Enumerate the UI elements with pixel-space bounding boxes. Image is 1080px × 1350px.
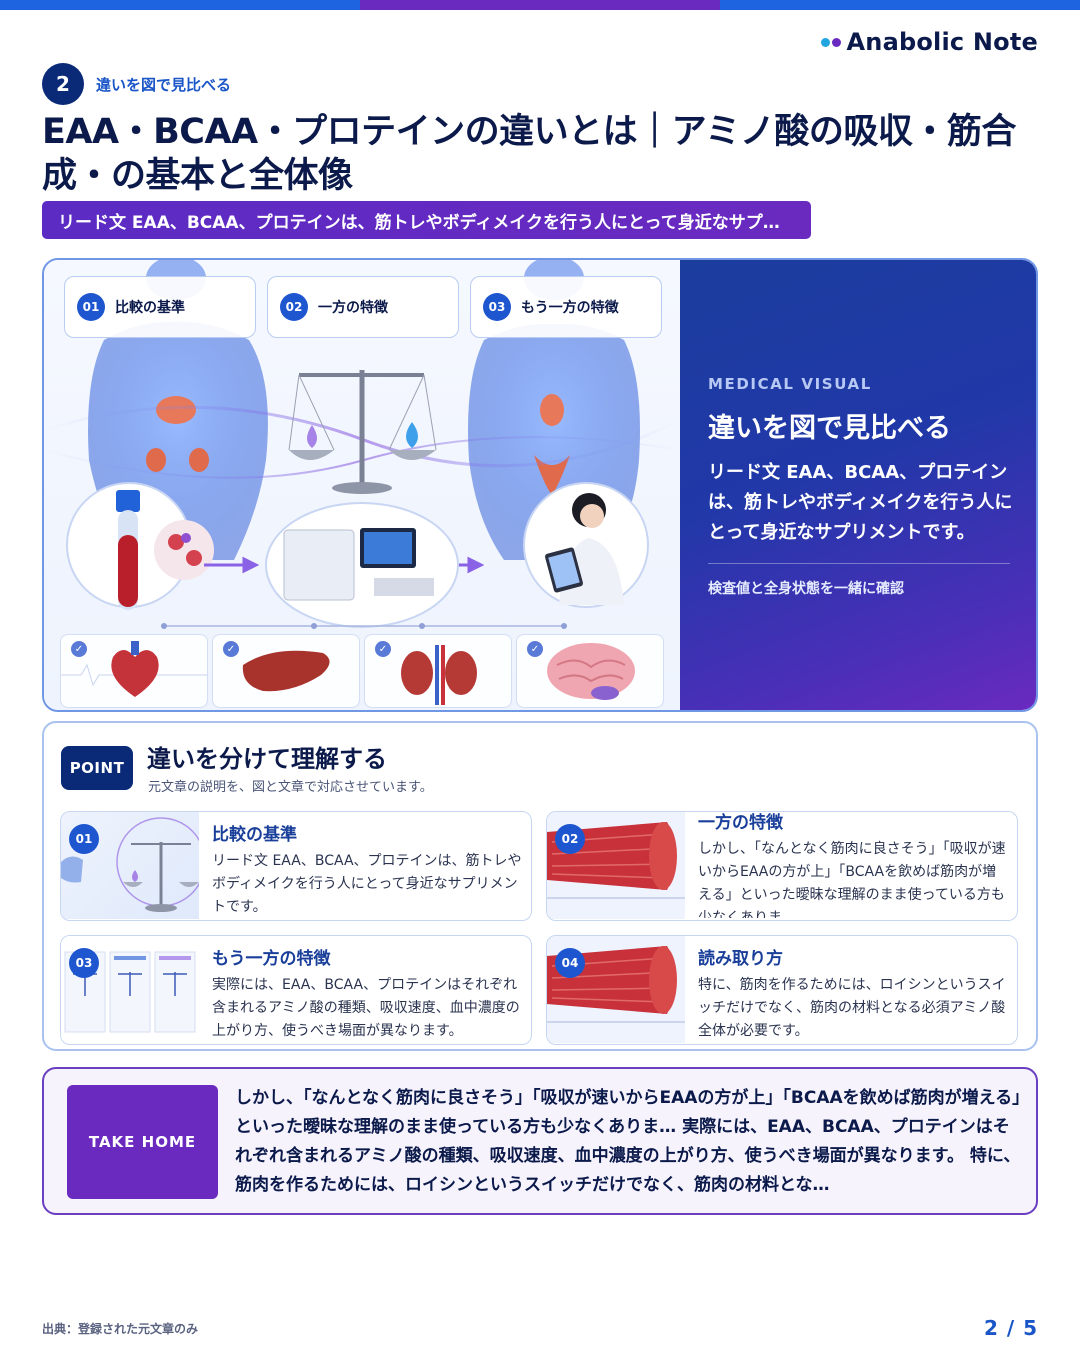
point-item-title: 読み取り方 (698, 949, 783, 969)
point-title: 違いを分けて理解する (147, 745, 387, 773)
lab-analyzer-icon (265, 502, 459, 628)
visual-title: 違いを図で見比べる (708, 413, 951, 444)
brand-logo[interactable]: Anabolic Note (820, 28, 1038, 56)
top-accent-bar (0, 0, 1080, 10)
balance-scale-icon (288, 370, 437, 494)
point-badge: POINT (61, 746, 133, 790)
blood-sample-icon (66, 482, 214, 610)
chip-number: 01 (77, 293, 105, 321)
top-accent-segment-3 (720, 0, 1080, 10)
medical-visual-card: 01 比較の基準 02 一方の特徴 03 もう一方の特徴 ✓ ✓ (42, 258, 1038, 712)
top-accent-segment-1 (0, 0, 360, 10)
organ-row: ✓ ✓ ✓ (60, 634, 664, 708)
point-item-title: 比較の基準 (212, 825, 297, 845)
top-accent-segment-2 (360, 0, 720, 10)
visual-chip-3: 03 もう一方の特徴 (470, 276, 662, 338)
point-item-1: 01 比較の基準 リード文 EAA、BCAA、プロテインは、筋トレやボディメイク… (60, 811, 532, 921)
brand-dots-icon (820, 37, 841, 47)
point-item-body: リード文 EAA、BCAA、プロテインは、筋トレやボディメイクを行う人にとって身… (212, 853, 522, 915)
section-label: 違いを図で見比べる (96, 76, 232, 94)
organ-cell-liver: ✓ (212, 634, 360, 708)
chip-number: 02 (280, 293, 308, 321)
point-card: POINT 違いを分けて理解する 元文章の説明を、図と文章で対応させています。 … (42, 721, 1038, 1051)
point-number: 03 (69, 948, 99, 978)
chip-label: 比較の基準 (115, 300, 185, 316)
organ-cell-heart: ✓ (60, 634, 208, 708)
take-home-text: しかし、「なんとなく筋肉に良さそう」「吸収が速いからEAAの方が上」「BCAAを… (235, 1088, 1021, 1195)
point-item-4: 04 読み取り方 特に、筋肉を作るためには、ロイシンというスイッチだけでなく、筋… (546, 935, 1018, 1045)
balance-scale-icon (61, 817, 199, 912)
visual-divider (708, 563, 1010, 564)
point-number: 04 (555, 948, 585, 978)
point-item-body: 実際には、EAA、BCAA、プロテインはそれぞれ含まれるアミノ酸の種類、吸収速度… (212, 977, 520, 1039)
kidney-icon (401, 645, 477, 705)
source-note: 出典：登録された元文章のみ (42, 1322, 199, 1336)
point-number: 02 (555, 824, 585, 854)
point-item-title: もう一方の特徴 (212, 949, 331, 969)
take-home-badge: TAKE HOME (67, 1085, 218, 1199)
chip-label: 一方の特徴 (318, 300, 388, 316)
section-number-badge: 2 (42, 63, 84, 105)
organ-cell-brain: ✓ (516, 634, 664, 708)
brand-name: Anabolic Note (846, 28, 1038, 56)
visual-chip-1: 01 比較の基準 (64, 276, 256, 338)
point-number: 01 (69, 824, 99, 854)
check-icon: ✓ (71, 641, 87, 657)
point-item-2: 02 一方の特徴 しかし、「なんとなく筋肉に良さそう」「吸収が速いからEAAの方… (546, 811, 1018, 921)
point-item-body: 特に、筋肉を作るためには、ロイシンというスイッチだけでなく、筋肉の材料となる必須… (698, 977, 1006, 1039)
check-icon: ✓ (527, 641, 543, 657)
heart-icon (61, 641, 207, 697)
brain-icon (547, 643, 635, 700)
organ-cell-kidney: ✓ (364, 634, 512, 708)
liver-icon (242, 650, 330, 692)
chip-label: もう一方の特徴 (521, 300, 619, 316)
visual-kicker: MEDICAL VISUAL (708, 375, 872, 393)
page-title: EAA・BCAA・プロテインの違いとは｜アミノ酸の吸収・筋合成・の基本と全体像 (42, 112, 1016, 196)
visual-note: 検査値と全身状態を一緒に確認 (708, 581, 904, 597)
lead-banner: リード文 EAA、BCAA、プロテインは、筋トレやボディメイクを行う人にとって身… (42, 201, 811, 239)
point-subtitle: 元文章の説明を、図と文章で対応させています。 (148, 780, 433, 795)
chip-number: 03 (483, 293, 511, 321)
point-item-title: 一方の特徴 (698, 813, 783, 833)
take-home-card: TAKE HOME しかし、「なんとなく筋肉に良さそう」「吸収が速いからEAAの… (42, 1067, 1038, 1215)
check-icon: ✓ (375, 641, 391, 657)
point-item-3: 03 もう一方の特徴 実際には、EAA、BCAA、プロテインはそれぞれ含まれるア… (60, 935, 532, 1045)
muscle-fiber-icon (547, 936, 685, 1043)
check-icon: ✓ (223, 641, 239, 657)
page-indicator: 2 / 5 (983, 1316, 1038, 1340)
medical-illustration: 01 比較の基準 02 一方の特徴 03 もう一方の特徴 ✓ ✓ (44, 260, 680, 710)
doctor-with-tablet-icon (523, 482, 649, 608)
medical-visual-panel: MEDICAL VISUAL 違いを図で見比べる リード文 EAA、BCAA、プ… (680, 260, 1036, 710)
point-item-body: しかし、「なんとなく筋肉に良さそう」「吸収が速いからEAAの方が上」「BCAAを… (698, 841, 1006, 918)
visual-chip-2: 02 一方の特徴 (267, 276, 459, 338)
visual-body: リード文 EAA、BCAA、プロテインは、筋トレやボディメイクを行う人にとって身… (708, 462, 1013, 543)
